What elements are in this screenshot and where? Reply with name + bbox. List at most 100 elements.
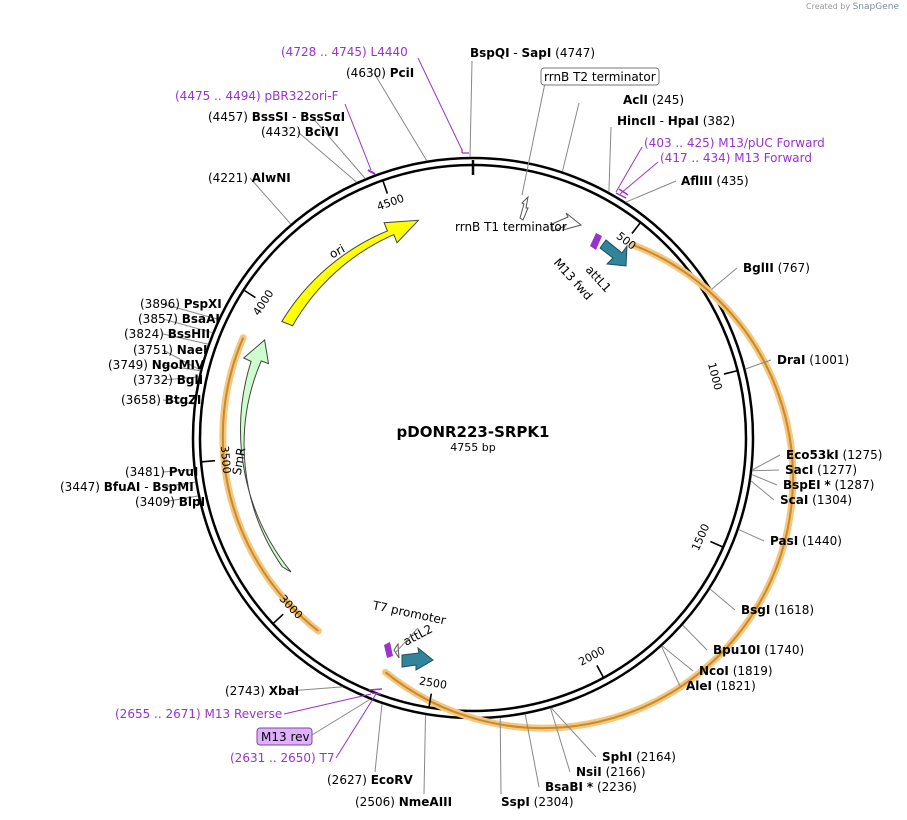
enzyme-name: AclI <box>623 93 648 107</box>
site-label: SacI (1277) <box>785 463 857 477</box>
enzyme-name: BglII <box>743 261 774 275</box>
leader-line <box>661 646 681 687</box>
primer-label: (403 .. 425) M13/pUC Forward <box>644 136 825 150</box>
tick-label: 2000 <box>576 644 607 669</box>
primer-name: L4440 <box>371 45 408 59</box>
leader-line <box>752 469 780 472</box>
tick-label: 3500 <box>218 445 233 474</box>
site-label: SphI (2164) <box>602 750 676 764</box>
primer-label: (2655 .. 2671) M13 Reverse <box>115 707 282 721</box>
t7-promoter-label: T7 promoter <box>370 598 447 627</box>
enzyme-name-2: HpaI <box>668 114 699 128</box>
rrnb-t2-box: rrnB T2 terminator <box>540 67 660 86</box>
enzyme-name: BsaBI <box>545 780 583 794</box>
site-position: (4457) <box>208 110 248 124</box>
enzyme-name: NsiI <box>576 765 602 779</box>
site-position: (382) <box>703 114 735 128</box>
primer-leader <box>283 693 372 715</box>
leader-line <box>561 102 580 172</box>
site-position: (2304) <box>534 795 574 809</box>
site-position: (4630) <box>346 66 386 80</box>
site-position: (2166) <box>606 765 646 779</box>
site-position: (1287) <box>834 478 874 492</box>
leader-line <box>249 177 292 225</box>
watermark-product: SnapGene <box>852 2 899 12</box>
site-labels: BspQI - SapI (4747)AclI (245)HincII - Hp… <box>60 45 882 809</box>
tick-mark <box>273 613 284 624</box>
site-label: SspI (2304) <box>501 795 574 809</box>
primer-name: M13/pUC Forward <box>718 136 825 150</box>
site-position: (4221) <box>208 171 248 185</box>
site-position: (2506) <box>355 795 395 809</box>
enzyme-name: BciVI <box>305 125 339 139</box>
site-label: (4457) BssSI - BssSαI <box>208 110 345 124</box>
smr-label: SmR <box>230 446 249 476</box>
site-label: (3732) BglI <box>133 373 203 387</box>
enzyme-name: Bpu10I <box>713 643 760 657</box>
site-label: BspEI * (1287) <box>783 478 874 492</box>
site-position: (3824) <box>124 327 164 341</box>
enzyme-name: BlpI <box>179 495 205 509</box>
rrnb-t2-label: rrnB T2 terminator <box>544 70 656 84</box>
site-position: (4747) <box>555 46 595 60</box>
site-label: AleI (1821) <box>686 679 756 693</box>
site-position: (3751) <box>133 343 173 357</box>
site-position: (1277) <box>817 463 857 477</box>
leader-line <box>608 126 612 193</box>
primer-leader <box>335 693 377 759</box>
primer-label: (2631 .. 2650) T7 <box>230 751 335 765</box>
site-label: (3896) PspXI <box>140 297 222 311</box>
m13-rev-label: M13 rev <box>261 730 310 744</box>
site-position: (1275) <box>843 448 883 462</box>
enzyme-name: NaeI <box>177 343 208 357</box>
leader-line <box>661 645 694 672</box>
tick-mark <box>596 665 604 678</box>
leader-line <box>162 481 196 488</box>
site-position: (2743) <box>225 684 265 698</box>
primer-leader <box>417 57 463 151</box>
snapgene-watermark: Created by SnapGene <box>806 2 899 12</box>
site-label: Bpu10I (1740) <box>713 643 804 657</box>
site-position: (1001) <box>809 353 849 367</box>
enzyme-name: AlwNI <box>252 171 291 185</box>
enzyme-name: SphI <box>602 750 632 764</box>
tick-label: 1000 <box>705 361 725 391</box>
enzyme-name: AleI <box>686 679 712 693</box>
leader-line <box>625 180 677 203</box>
ori-feature: ori <box>281 219 420 327</box>
tick-mark <box>631 222 641 234</box>
separator: - <box>140 480 152 494</box>
leader-line <box>750 480 775 501</box>
leader-line <box>738 529 765 542</box>
site-label: (2506) NmeAIII <box>355 795 452 809</box>
enzyme-name: HincII <box>617 114 656 128</box>
enzyme-name-2: BssSαI <box>300 110 345 124</box>
site-position: (245) <box>652 93 684 107</box>
enzyme-name: PciI <box>390 66 415 80</box>
site-position: (4432) <box>261 125 301 139</box>
leader-line <box>297 131 358 183</box>
enzyme-name: NmeAIII <box>399 795 452 809</box>
leader-line <box>550 707 597 758</box>
enzyme-name: BspQI <box>470 46 510 60</box>
leader-line <box>287 686 343 692</box>
leader-line <box>524 714 540 788</box>
site-position: (1740) <box>764 643 804 657</box>
site-label: NsiI (2166) <box>576 765 646 779</box>
tick-mark <box>723 370 737 375</box>
primer-range: (403 .. 425) <box>644 136 714 150</box>
tick-mark <box>382 181 389 194</box>
site-label: AclI (245) <box>623 93 684 107</box>
enzyme-name: PvuI <box>169 465 199 479</box>
enzyme-name: XbaI <box>269 684 299 698</box>
site-label: (4432) BciVI <box>261 125 339 139</box>
site-label: (2627) EcoRV <box>327 773 414 787</box>
enzyme-name: BtgZI <box>165 393 202 407</box>
rrnb-terminators: rrnB T1 terminator <box>455 82 583 234</box>
enzyme-name: PasI <box>770 534 798 548</box>
site-position: (3896) <box>140 297 180 311</box>
tick-label: 1500 <box>689 522 712 553</box>
tick-mark <box>201 459 216 463</box>
leader-line <box>751 473 778 486</box>
